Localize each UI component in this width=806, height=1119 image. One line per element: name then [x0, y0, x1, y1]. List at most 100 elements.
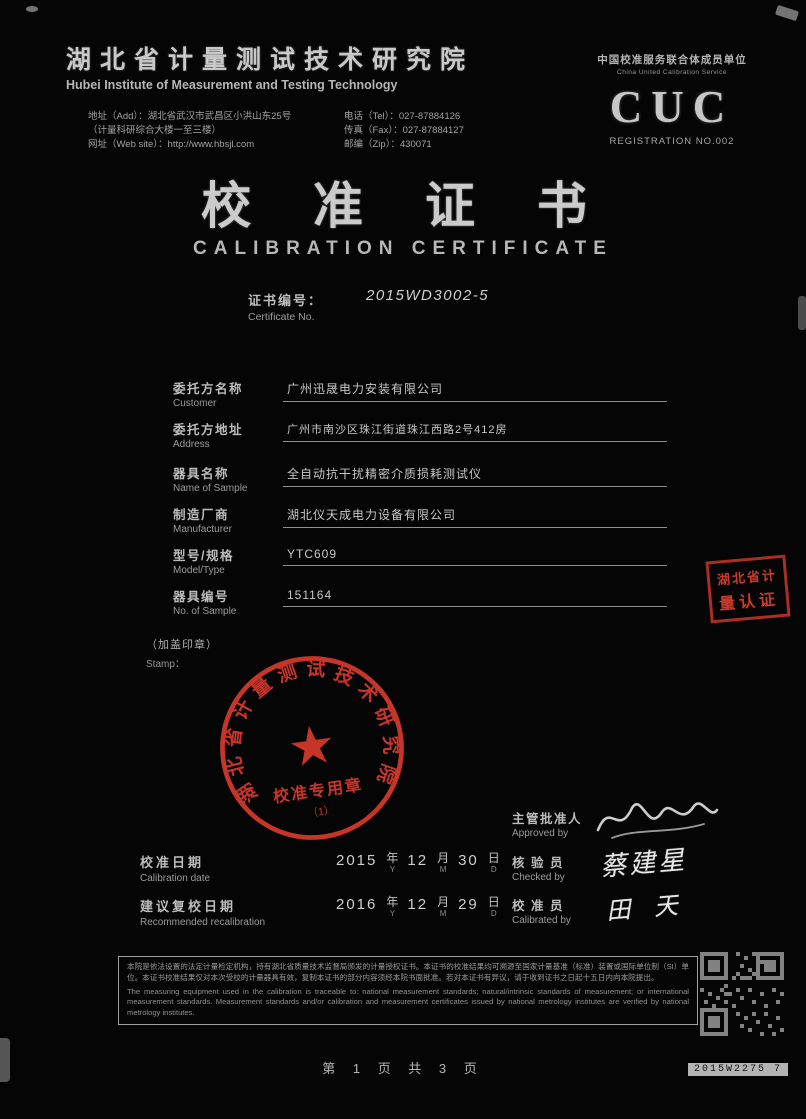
checked-signature: 蔡建星 [599, 845, 689, 883]
seal-center-label: 校准专用章 [272, 775, 364, 806]
date-year: 2016 [336, 896, 378, 913]
fax-line: 传真（Fax）：027-87884127 [344, 125, 464, 136]
notice-text-en: The measuring equipment used in the cali… [127, 986, 689, 1018]
date-label-en: Recommended recalibration [140, 917, 266, 928]
field-value: 广州市南沙区珠江街道珠江西路2号412房 [283, 419, 667, 442]
address-line-2: （计量科研综合大楼一至三楼） [88, 125, 222, 136]
notice-text-cn: 本院是依法设置的法定计量检定机构，持有湖北省质量技术监督局颁发的计量授权证书。本… [127, 962, 689, 982]
scan-artifact [26, 6, 38, 12]
scan-artifact [774, 4, 800, 22]
field-label-cn: 器具名称 [173, 467, 230, 481]
approved-signature [596, 802, 719, 839]
signoff-row-approved: 主管批准人 Approved by [512, 808, 582, 839]
address-line-1: 地址（Add）：湖北省武汉市武昌区小洪山东25号 [88, 111, 292, 122]
website-line: 网址（Web site）：http://www.hbsjl.com [88, 139, 255, 150]
unit-en: D [490, 909, 497, 918]
date-label-cn: 建议复校日期 [140, 899, 237, 914]
seal-ring [220, 656, 404, 840]
field-row-manufacturer: 制造厂商 Manufacturer 湖北仪天成电力设备有限公司 [173, 504, 673, 535]
footer-code: 2015W2275 7 [688, 1063, 789, 1076]
contact-info-left: 地址（Add）：湖北省武汉市武昌区小洪山东25号 （计量科研综合大楼一至三楼） … [88, 110, 291, 152]
day-unit: 日 D [488, 852, 500, 874]
stamp-note-en: Stamp： [146, 659, 185, 670]
cuc-member-label-en: China United Calibration Service [617, 69, 727, 76]
signoff-label-en: Approved by [512, 828, 569, 839]
signoff-row-checked: 核 验 员 Checked by [512, 852, 565, 883]
day-unit: 日 D [488, 896, 500, 918]
certificate-title-cn: 校 准 证 书 [201, 178, 605, 234]
cuc-logo: CUC [609, 82, 735, 132]
date-month: 12 [407, 896, 429, 913]
certificate-number-block: 证书编号： Certificate No. 2015WD3002-5 [248, 287, 488, 323]
field-label-cn: 器具编号 [173, 590, 230, 604]
traceability-notice-box: 本院是依法设置的法定计量检定机构，持有湖北省质量技术监督局颁发的计量授权证书。本… [118, 956, 698, 1025]
page-number-info: 第 1 页 共 3 页 [322, 1061, 484, 1076]
recalibration-date-value: 2016 年 Y 12 月 M 29 日 D [336, 896, 500, 918]
unit-en: M [439, 909, 447, 918]
certificate-no-label-en: Certificate No. [248, 311, 315, 323]
star-icon: ★ [284, 714, 340, 779]
unit-en: M [439, 865, 447, 874]
signoff-label-cn: 核 验 员 [512, 856, 564, 870]
field-row-sample-no: 器具编号 No. of Sample 151164 [173, 586, 673, 617]
field-label-cn: 委托方地址 [173, 423, 244, 437]
field-value: 广州迅晟电力安装有限公司 [283, 378, 667, 402]
field-value: 湖北仪天成电力设备有限公司 [283, 504, 667, 528]
cuc-member-label-cn: 中国校准服务联合体成员单位 [597, 54, 747, 66]
stamp-note-cn: （加盖印章） [146, 639, 218, 651]
calibrated-signature: 田 天 [605, 890, 687, 926]
round-official-seal: 湖北省计量测试技术研究院 ★ 校准专用章 （1） [212, 648, 409, 840]
field-row-sample-name: 器具名称 Name of Sample 全自动抗干扰精密介质损耗测试仪 [173, 463, 673, 494]
cuc-block: 中国校准服务联合体成员单位 China United Calibration S… [562, 52, 782, 147]
field-value: YTC609 [283, 545, 667, 566]
signoff-label-cn: 主管批准人 [512, 812, 583, 826]
institute-name-en: Hubei Institute of Measurement and Testi… [66, 78, 398, 92]
date-day: 29 [458, 896, 479, 913]
zip-line: 邮编（Zip）：430071 [344, 139, 432, 150]
field-label-en: Manufacturer [173, 524, 232, 535]
field-value: 151164 [283, 586, 667, 607]
calibration-date-value: 2015 年 Y 12 月 M 30 日 D [336, 852, 500, 874]
seal-index-label: （1） [307, 804, 335, 820]
unit-cn: 年 [386, 851, 399, 865]
unit-cn: 月 [437, 851, 450, 865]
certificate-no-value: 2015WD3002-5 [366, 287, 490, 304]
field-label-en: No. of Sample [173, 606, 237, 617]
signoff-label-en: Calibrated by [512, 915, 571, 926]
certificate-title-en: CALIBRATION CERTIFICATE [193, 238, 613, 259]
field-row-address: 委托方地址 Address 广州市南沙区珠江街道珠江西路2号412房 [173, 419, 673, 450]
unit-en: Y [389, 865, 396, 874]
contact-info-right: 电话（Tel）：027-87884126 传真（Fax）：027-8788412… [344, 110, 464, 152]
corner-seal-line2: 量认证 [718, 590, 780, 614]
calibration-date-row: 校准日期 Calibration date 2015 年 Y 12 月 M 30… [140, 852, 500, 884]
corner-seal-line1: 湖北省计 [716, 566, 778, 588]
signoff-row-calibrated: 校 准 员 Calibrated by [512, 895, 571, 926]
field-label-en: Address [173, 439, 210, 450]
qr-code [700, 952, 784, 1036]
scan-artifact [798, 296, 806, 330]
provincial-certification-seal: 湖北省计 量认证 [705, 554, 791, 624]
unit-cn: 年 [386, 895, 399, 909]
date-day: 30 [458, 852, 479, 869]
signoff-label-en: Checked by [512, 872, 565, 883]
field-label-cn: 型号/规格 [173, 549, 234, 563]
field-value: 全自动抗干扰精密介质损耗测试仪 [283, 463, 667, 487]
field-label-cn: 委托方名称 [173, 382, 244, 396]
field-label-en: Model/Type [173, 565, 225, 576]
unit-en: Y [389, 909, 396, 918]
field-row-model-type: 型号/规格 Model/Type YTC609 [173, 545, 673, 576]
year-unit: 年 Y [386, 896, 398, 918]
date-year: 2015 [336, 852, 378, 869]
unit-cn: 日 [487, 895, 500, 909]
field-row-customer: 委托方名称 Customer 广州迅晟电力安装有限公司 [173, 378, 673, 409]
stamp-note: （加盖印章） Stamp： [146, 636, 218, 670]
institute-name-cn: 湖北省计量测试技术研究院 [66, 46, 475, 74]
signoff-label-cn: 校 准 员 [512, 899, 564, 913]
month-unit: 月 M [437, 852, 449, 874]
scan-artifact [0, 1038, 10, 1082]
date-label-cn: 校准日期 [140, 855, 205, 870]
telephone-line: 电话（Tel）：027-87884126 [344, 111, 461, 122]
unit-cn: 日 [487, 851, 500, 865]
certificate-no-label-cn: 证书编号： [248, 293, 324, 308]
